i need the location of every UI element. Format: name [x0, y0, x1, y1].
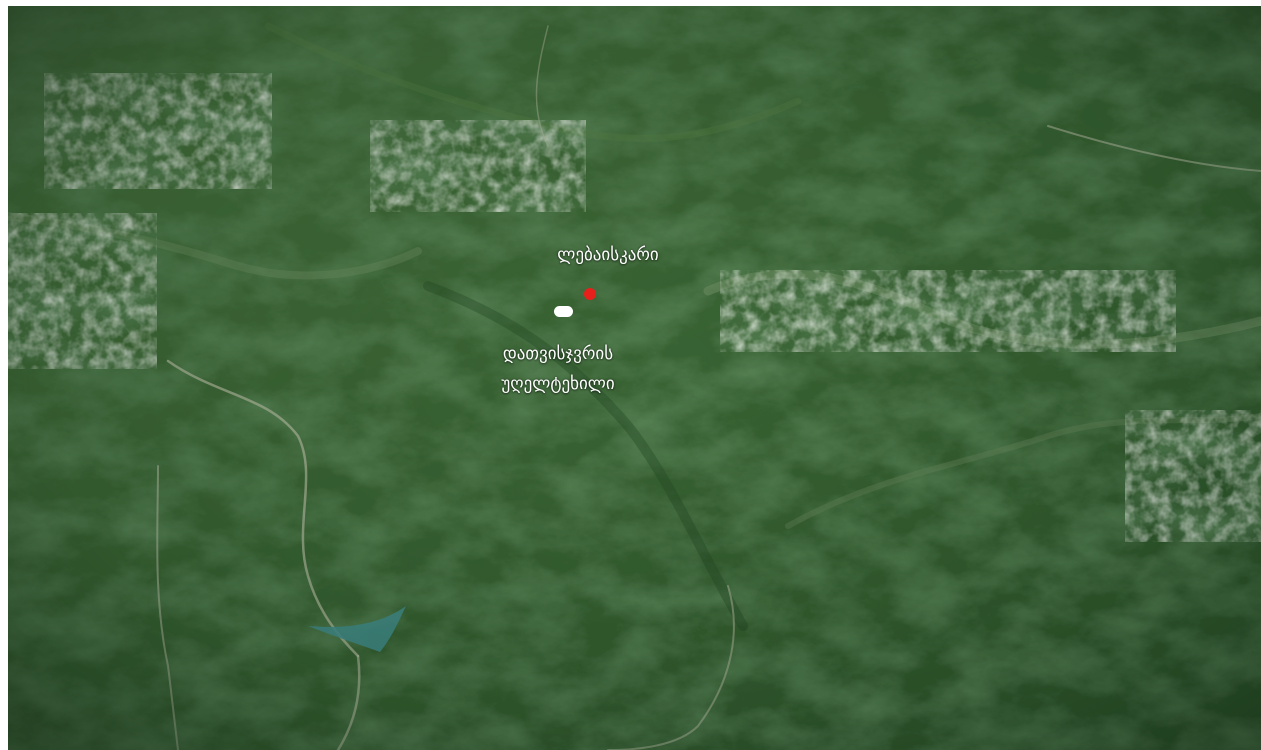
- peak-label: ლებაისკარი: [557, 245, 659, 265]
- forest-label: დათვისჯვრის უღელტეხილი: [463, 339, 653, 399]
- terrain-shade: [8, 6, 1261, 750]
- forest-label-line-1: დათვისჯვრის: [502, 344, 614, 364]
- forest-label-line-2: უღელტეხილი: [501, 374, 615, 394]
- peak-marker-dot[interactable]: [584, 288, 596, 300]
- terrain-layer: [8, 6, 1261, 750]
- forest-marker-pill[interactable]: [554, 306, 573, 317]
- satellite-map[interactable]: ლებაისკარი დათვისჯვრის უღელტეხილი: [8, 6, 1261, 750]
